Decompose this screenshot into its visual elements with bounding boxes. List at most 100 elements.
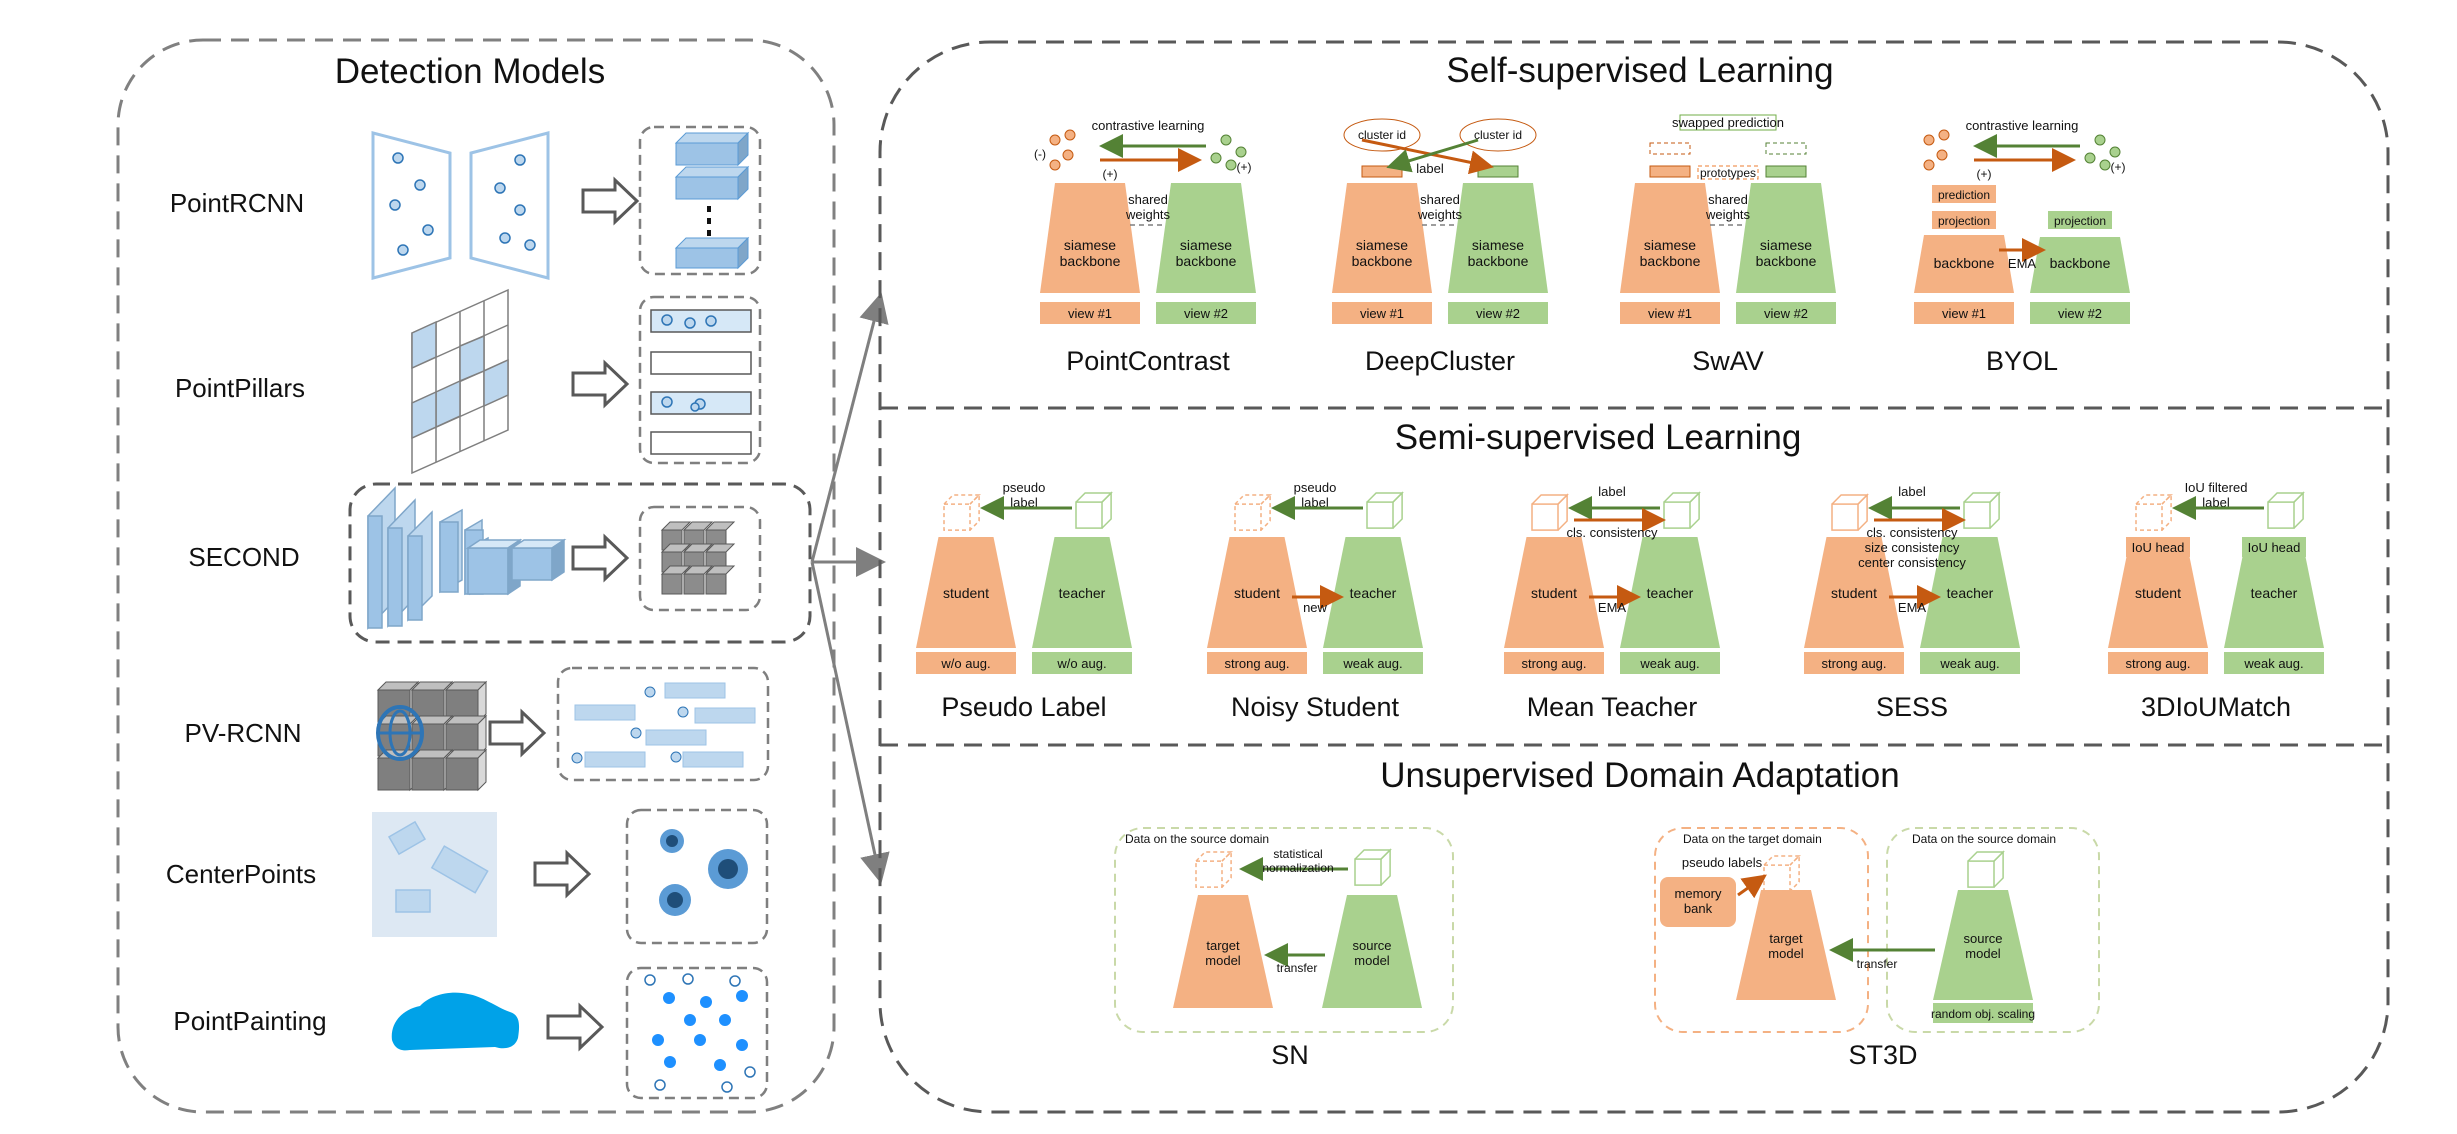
method-name: Noisy Student [1231, 692, 1400, 722]
painted-point [664, 1056, 676, 1068]
student-body [1504, 537, 1604, 648]
cube-front [1195, 860, 1223, 888]
cube-side [1789, 854, 1800, 892]
cube-side [1993, 850, 2004, 888]
teacher-cube [1366, 491, 1404, 529]
left-aug-box [1504, 652, 1604, 674]
swapped-box [1679, 114, 1777, 131]
pv-cube-side [477, 714, 487, 758]
left-backbone [1332, 183, 1432, 293]
raw-point [644, 974, 656, 986]
cube-front [1763, 864, 1791, 892]
right-aug-box [1920, 652, 2020, 674]
model-pointrcnn: PointRCNN [170, 188, 304, 218]
right-feature [1765, 165, 1807, 178]
right-body-label: backbone [2050, 255, 2111, 271]
pv-cube [377, 757, 411, 791]
pointrcnn-icon [371, 125, 762, 280]
student-cube [2135, 493, 2173, 531]
student-cube [1531, 493, 1569, 531]
left-cluster-ellipse [1343, 118, 1421, 152]
left-cluster-label: cluster id [1358, 128, 1406, 142]
mid-label: EMA [1898, 600, 1927, 615]
right-aug-box [1620, 652, 1720, 674]
pv-cube [411, 757, 445, 791]
pointpillars-icon [411, 288, 762, 475]
voxel-cube [705, 573, 727, 595]
right-iou-head [2242, 537, 2306, 557]
student-cube [1234, 493, 1272, 531]
student-cube-wrap [2135, 493, 2173, 531]
student-label: student [1234, 585, 1280, 601]
model-pointpillars: PointPillars [175, 373, 305, 403]
teacher-label: teacher [2251, 585, 2298, 601]
orange-point [1936, 149, 1948, 161]
voxel-cube [661, 573, 683, 595]
left-feature [1361, 165, 1403, 178]
left-aug-label: strong aug. [1821, 656, 1886, 671]
cube-front [1354, 858, 1382, 886]
student-label: student [1831, 585, 1877, 601]
model-second: SECOND [188, 542, 299, 572]
teacher-label: teacher [1350, 585, 1397, 601]
cube-front [943, 503, 971, 531]
top-label: label [1598, 484, 1626, 499]
scaling-label: random obj. scaling [1931, 1007, 2035, 1021]
voxel-cube-top [682, 565, 714, 575]
cube-front [1366, 501, 1394, 529]
left-backbone [1914, 235, 2014, 293]
memory-bank-box [1660, 877, 1736, 927]
projection-right-box [2048, 211, 2112, 229]
left-body-label: backbone [1934, 255, 1995, 271]
orange-point [1062, 149, 1074, 161]
cube-side [1989, 491, 2000, 529]
prototypes-label: prototypes [1700, 166, 1756, 180]
painted-point [719, 1014, 731, 1026]
right-code [1765, 142, 1807, 155]
right-aug-label: weak aug. [1939, 656, 1999, 671]
orange-point [1064, 129, 1076, 141]
orange-point [1923, 134, 1935, 146]
top-label: contrastive learning [1966, 118, 2079, 133]
pseudo-labels-label: pseudo labels [1682, 855, 1763, 870]
right-view-box [2030, 302, 2130, 324]
orange-point [1049, 134, 1061, 146]
painted-point [684, 1014, 696, 1026]
st3d-target-cube [1763, 854, 1801, 892]
pointpainting-icon [391, 966, 769, 1100]
mid-label: new [1303, 600, 1327, 615]
cube-side [2161, 493, 2172, 531]
teacher-label: teacher [1947, 585, 1994, 601]
left-feature [1649, 165, 1691, 178]
right-backbone [1448, 183, 1548, 293]
green-point [1235, 146, 1247, 158]
cube-front [1234, 503, 1262, 531]
student-cube-wrap [1531, 493, 1569, 531]
raw-point [721, 1081, 733, 1093]
right-aug-label: w/o aug. [1056, 656, 1106, 671]
cube-top [1763, 855, 1801, 866]
cube-front [1831, 503, 1859, 531]
ssl-title: Self-supervised Learning [1446, 51, 1833, 90]
sn-transfer-label: transfer [1277, 961, 1318, 975]
cube-front [1663, 501, 1691, 529]
st3d-target-body [1736, 890, 1836, 1000]
left-aug-box [1804, 652, 1904, 674]
right-backbone [1736, 183, 1836, 293]
st3d-source-body [1933, 890, 2033, 1000]
left-aug-box [1207, 652, 1307, 674]
student-body [916, 537, 1016, 648]
painted-point [736, 990, 748, 1002]
teacher-body [1323, 537, 1423, 648]
student-cube-wrap [943, 493, 981, 531]
cube-side [1101, 491, 1112, 529]
voxel-cube-top [660, 565, 692, 575]
orange-point [1923, 159, 1935, 171]
sn-source-box [1114, 827, 1454, 1033]
